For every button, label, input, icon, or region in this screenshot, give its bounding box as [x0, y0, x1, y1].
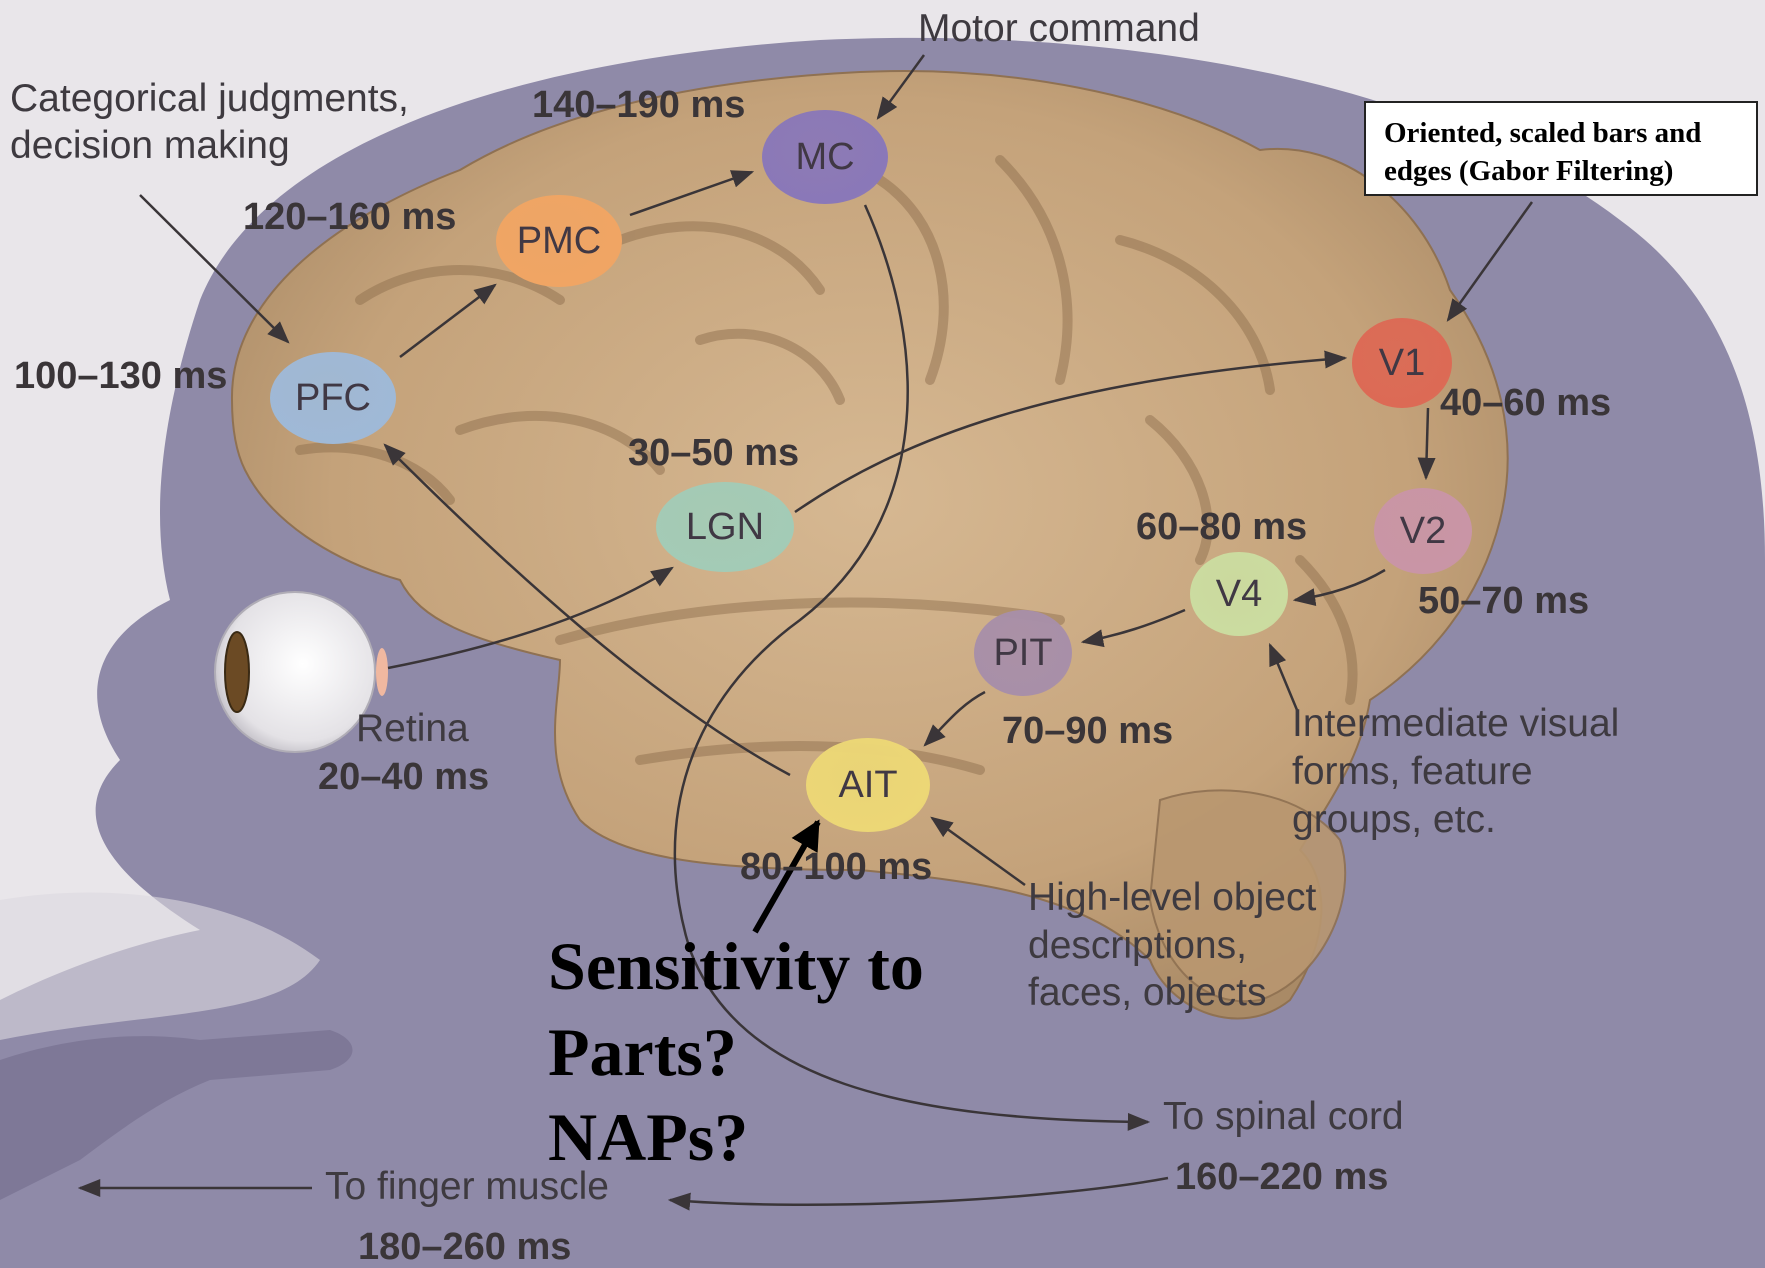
label-highlevel-line1: High-level object	[1028, 876, 1317, 919]
arrow-v1-v2	[1417, 407, 1436, 481]
eyeball	[214, 591, 376, 753]
region-pmc-label: PMC	[516, 219, 602, 262]
label-intermediate-line2: forms, feature	[1292, 749, 1533, 793]
region-pit-label: PIT	[993, 631, 1053, 674]
hand-silhouette	[0, 1030, 353, 1200]
arrow-pit-ait	[923, 690, 986, 747]
region-mc: MC	[762, 110, 888, 204]
neck-highlight	[0, 892, 320, 1040]
time-finger: 180–260 ms	[358, 1226, 572, 1268]
arrow-pfc-pmc	[399, 283, 497, 358]
region-mc-label: MC	[795, 135, 855, 178]
arrow-lgn-v1	[794, 350, 1348, 514]
region-lgn-label: LGN	[685, 505, 765, 548]
arrow-mc-spinal	[673, 204, 1151, 1131]
region-v4: V4	[1190, 552, 1288, 636]
label-intermediate-line1: Intermediate visual	[1292, 702, 1620, 745]
time-spinal: 160–220 ms	[1175, 1156, 1389, 1198]
region-v1-label: V1	[1378, 341, 1426, 384]
label-retina: Retina	[356, 707, 469, 750]
time-v2: 50–70 ms	[1418, 580, 1590, 622]
label-intermediate: Intermediate visual forms, feature group…	[1292, 700, 1619, 844]
region-v2: V2	[1374, 488, 1472, 574]
arrow-v2-v4	[1292, 568, 1386, 607]
region-v1: V1	[1352, 318, 1452, 408]
sensitivity-annotation: Sensitivity to Parts? NAPs?	[548, 924, 924, 1181]
label-finger-muscle: To finger muscle	[325, 1165, 609, 1208]
label-categorical-line2: decision making	[10, 123, 290, 167]
region-ait: AIT	[806, 738, 930, 832]
label-categorical-line1: Categorical judgments,	[10, 77, 409, 120]
arrow-ait-pfc	[383, 443, 791, 777]
region-pit: PIT	[974, 610, 1072, 696]
label-highlevel: High-level object descriptions, faces, o…	[1028, 874, 1316, 1017]
region-lgn: LGN	[656, 482, 794, 572]
time-retina: 20–40 ms	[318, 756, 490, 798]
arrow-motor-mc	[876, 54, 926, 120]
region-pfc: PFC	[270, 352, 396, 444]
arrow-intermediate-v4	[1268, 642, 1299, 711]
sensitivity-line2: Parts?	[548, 1013, 737, 1090]
arrow-v4-pit	[1080, 608, 1186, 648]
arrow-gabor-v1	[1446, 201, 1534, 322]
arrow-pmc-mc	[629, 170, 755, 217]
time-v1: 40–60 ms	[1440, 382, 1612, 424]
region-pfc-label: PFC	[295, 376, 371, 419]
arrow-spinal-finger	[667, 1176, 1169, 1211]
title-motor-command: Motor command	[918, 7, 1200, 50]
time-pmc: 120–160 ms	[243, 196, 457, 238]
time-pfc: 100–130 ms	[14, 355, 228, 397]
label-highlevel-line3: faces, objects	[1028, 971, 1267, 1015]
label-spinal-cord: To spinal cord	[1163, 1095, 1404, 1138]
time-v4: 60–80 ms	[1136, 506, 1308, 548]
eye-retina-spot	[376, 648, 388, 696]
region-ait-label: AIT	[838, 763, 898, 806]
gabor-callout-line1: Oriented, scaled bars and	[1384, 117, 1702, 149]
gabor-callout-line2: edges (Gabor Filtering)	[1384, 154, 1674, 187]
gabor-callout-box: Oriented, scaled bars and edges (Gabor F…	[1364, 101, 1758, 196]
eye-iris	[224, 631, 250, 713]
arrow-sensitivity-ait	[752, 819, 821, 934]
cerebellum	[1148, 789, 1347, 1003]
sulci	[295, 155, 1358, 775]
arrow-retina-lgn	[387, 566, 674, 670]
label-intermediate-line3: groups, etc.	[1292, 797, 1496, 841]
time-pit: 70–90 ms	[1002, 710, 1174, 752]
label-categorical: Categorical judgments, decision making	[10, 76, 409, 170]
region-v4-label: V4	[1215, 572, 1263, 615]
time-mc: 140–190 ms	[532, 84, 746, 126]
label-highlevel-line2: descriptions,	[1028, 923, 1247, 967]
region-pmc: PMC	[496, 195, 622, 287]
pathways	[77, 54, 1534, 1211]
sensitivity-line1: Sensitivity to	[548, 928, 924, 1004]
time-ait: 80–100 ms	[740, 846, 933, 888]
time-lgn: 30–50 ms	[628, 432, 800, 474]
region-v2-label: V2	[1399, 509, 1447, 552]
arrow-highlevel-ait	[930, 816, 1026, 887]
sensitivity-line3: NAPs?	[548, 1099, 749, 1176]
arrow-categorical-pfc	[139, 194, 290, 344]
